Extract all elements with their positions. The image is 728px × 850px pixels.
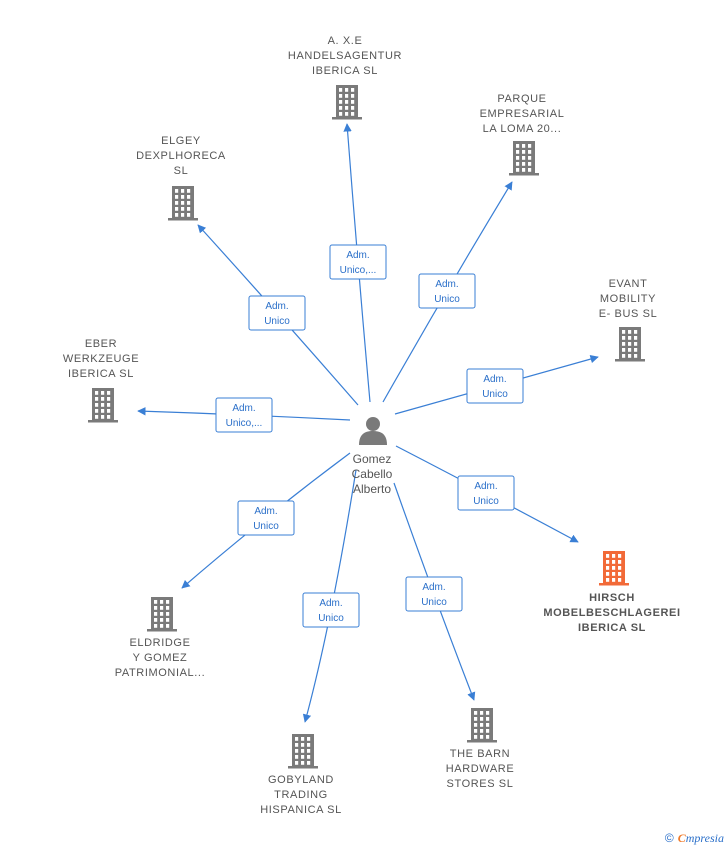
brand-logo-rest: mpresia [685, 831, 724, 845]
edge-label-text: Unico [264, 316, 290, 327]
building-icon [288, 734, 318, 769]
center-name-line: Cabello [352, 467, 393, 481]
edge-label-box [237, 500, 295, 536]
company-name-line: E- BUS SL [599, 308, 658, 320]
edge-label-eber[interactable]: Adm. Unico,... [215, 397, 273, 433]
edge-label-text: Unico [482, 389, 508, 400]
edge-label-box [215, 397, 273, 433]
company-node-axe[interactable]: A. X.E HANDELSAGENTUR IBERICA SL [288, 35, 402, 120]
company-name-line: HIRSCH [589, 592, 635, 604]
edge-label-text: Unico,... [340, 265, 377, 276]
building-icon-highlighted [599, 551, 629, 586]
edge-label-text: Adm. [435, 279, 458, 290]
edge-label-hirsch[interactable]: Adm. Unico [457, 475, 515, 511]
building-icon [147, 597, 177, 632]
company-name-line: HISPANICA SL [260, 804, 342, 816]
building-icon [88, 388, 118, 423]
building-icon [509, 141, 539, 176]
copyright-symbol: © [664, 831, 674, 845]
company-name-line: MOBELBESCHLAGEREI [543, 607, 680, 619]
edge-label-text: Unico,... [226, 418, 263, 429]
edge-label-text: Unico [421, 597, 447, 608]
company-name-line: EMPRESARIAL [480, 108, 565, 120]
edge-label-eldridge[interactable]: Adm. Unico [237, 500, 295, 536]
edge-label-box [329, 244, 387, 280]
edge-label-barn[interactable]: Adm. Unico [405, 576, 463, 612]
company-name-line: ELDRIDGE [129, 637, 190, 649]
company-name-line: LA LOMA 20... [483, 123, 562, 135]
company-name-line: PATRIMONIAL... [115, 667, 206, 679]
company-name-line: THE BARN [450, 748, 510, 760]
edge-label-text: Adm. [232, 403, 255, 414]
company-node-elgey[interactable]: ELGEY DEXPLHORECA SL [136, 135, 226, 221]
edge-label-text: Adm. [319, 598, 342, 609]
company-node-barn[interactable]: THE BARN HARDWARE STORES SL [446, 708, 515, 790]
edge-label-box [302, 592, 360, 628]
edge-label-box [418, 273, 476, 309]
edges-layer: Adm.Unico,...Adm.UnicoAdm.UnicoAdm.Unico… [137, 123, 599, 723]
company-name-line: IBERICA SL [68, 368, 134, 380]
edge-label-text: Unico [473, 496, 499, 507]
edge-label-text: Adm. [254, 506, 277, 517]
edge-label-gobyland[interactable]: Adm. Unico [302, 592, 360, 628]
edge-label-elgey[interactable]: Adm. Unico [248, 295, 306, 331]
company-name-line: TRADING [274, 789, 328, 801]
company-node-hirsch[interactable]: HIRSCH MOBELBESCHLAGEREI IBERICA SL [543, 551, 680, 634]
company-node-gobyland[interactable]: GOBYLAND TRADING HISPANICA SL [260, 734, 342, 816]
company-name-line: DEXPLHORECA [136, 150, 226, 162]
edge-label-text: Unico [434, 294, 460, 305]
building-icon [467, 708, 497, 743]
company-node-eldridge[interactable]: ELDRIDGE Y GOMEZ PATRIMONIAL... [115, 597, 206, 679]
company-node-parque[interactable]: PARQUE EMPRESARIAL LA LOMA 20... [480, 93, 565, 176]
company-name-line: GOBYLAND [268, 774, 334, 786]
center-name-line: Gomez [353, 452, 392, 466]
building-icon [332, 85, 362, 120]
company-name-line: ELGEY [161, 135, 201, 147]
edge-label-text: Unico [318, 613, 344, 624]
company-name-line: MOBILITY [600, 293, 656, 305]
building-icon [615, 327, 645, 362]
building-icon [168, 186, 198, 221]
company-name-line: IBERICA SL [312, 65, 378, 77]
edge-label-text: Adm. [483, 374, 506, 385]
edge-label-text: Adm. [422, 582, 445, 593]
center-name-line: Alberto [353, 482, 391, 496]
company-name-line: A. X.E [328, 35, 363, 47]
edge-label-box [457, 475, 515, 511]
company-name-line: HANDELSAGENTUR [288, 50, 402, 62]
company-name-line: EVANT [609, 278, 648, 290]
company-name-line: HARDWARE [446, 763, 515, 775]
company-node-eber[interactable]: EBER WERKZEUGE IBERICA SL [63, 338, 139, 423]
edge-label-box [248, 295, 306, 331]
edge-label-parque[interactable]: Adm. Unico [418, 273, 476, 309]
footer-brand: ©Cmpresia [665, 831, 724, 846]
nodes-layer: A. X.E HANDELSAGENTUR IBERICA SL PARQUE EMPR… [63, 35, 680, 816]
edge-label-box [466, 368, 524, 404]
edge-label-text: Adm. [474, 481, 497, 492]
company-name-line: WERKZEUGE [63, 353, 139, 365]
edge-label-axe[interactable]: Adm. Unico,... [329, 244, 387, 280]
company-name-line: Y GOMEZ [133, 652, 188, 664]
company-name-line: STORES SL [447, 778, 514, 790]
edge-label-text: Adm. [346, 250, 369, 261]
edge-label-text: Adm. [265, 301, 288, 312]
company-node-evant[interactable]: EVANT MOBILITY E- BUS SL [599, 278, 658, 362]
edge-label-evant[interactable]: Adm. Unico [466, 368, 524, 404]
edge-label-box [405, 576, 463, 612]
edge-label-text: Unico [253, 521, 279, 532]
person-icon [359, 417, 387, 445]
company-name-line: SL [174, 165, 189, 177]
company-name-line: EBER [85, 338, 117, 350]
company-name-line: PARQUE [497, 93, 546, 105]
company-name-line: IBERICA SL [578, 622, 646, 634]
brand-logo-initial: C [677, 831, 686, 845]
